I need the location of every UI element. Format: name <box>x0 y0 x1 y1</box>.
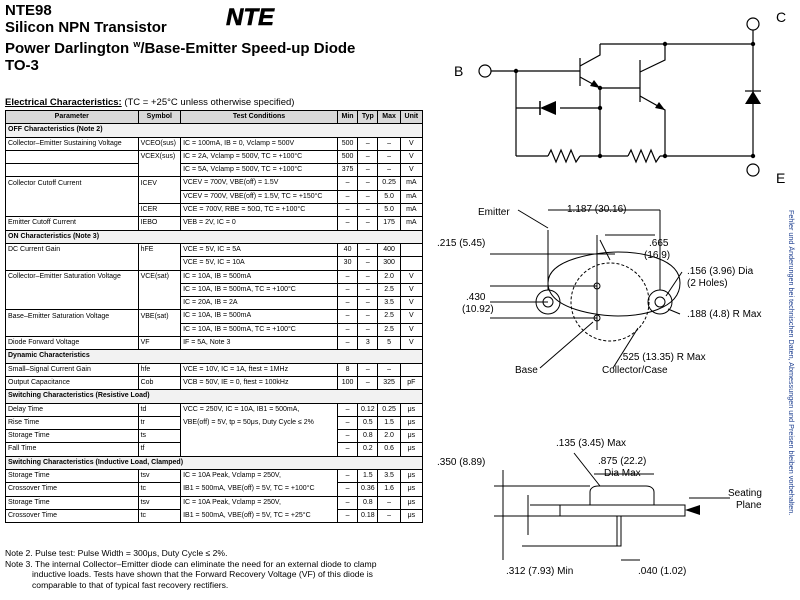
svg-text:.875 (22.2): .875 (22.2) <box>598 456 646 467</box>
label-c: C <box>776 9 786 25</box>
svg-text:.188 (4.8) R Max: .188 (4.8) R Max <box>687 309 761 320</box>
section-switching-resistive: Switching Characteristics (Resistive Loa… <box>5 389 423 404</box>
darlington-schematic: B C E <box>454 9 786 186</box>
svg-text:Emitter: Emitter <box>478 207 510 218</box>
svg-text:(10.92): (10.92) <box>462 304 494 315</box>
note-3-cont: inductive loads. Tests have shown that t… <box>32 569 373 579</box>
svg-text:Dia Max: Dia Max <box>604 468 641 479</box>
package-side-view: .135 (3.45) Max .350 (8.89) .875 (22.2) … <box>437 438 762 577</box>
svg-text:.312 (7.93) Min: .312 (7.93) Min <box>506 566 573 577</box>
section-dynamic: Dynamic Characteristics <box>5 349 423 364</box>
svg-text:1.187 (30.16): 1.187 (30.16) <box>567 204 627 215</box>
title-line1: Silicon NPN Transistor <box>5 19 167 36</box>
svg-text:.525 (13.35) R Max: .525 (13.35) R Max <box>620 352 706 363</box>
svg-text:.665: .665 <box>649 238 669 249</box>
note-3-cont: comparable to that of typical fast recov… <box>32 579 229 590</box>
note-2: Note 2. Pulse test: Pulse Width = 300μs,… <box>5 548 228 558</box>
package-top-view: Emitter 1.187 (30.16) .215 (5.45) .665 (… <box>437 204 761 376</box>
package-name: TO-3 <box>5 57 39 74</box>
section-off: OFF Characteristics (Note 2) <box>5 123 423 138</box>
svg-text:.040 (1.02): .040 (1.02) <box>638 566 686 577</box>
svg-text:.350 (8.89): .350 (8.89) <box>437 457 485 468</box>
svg-text:Seating: Seating <box>728 488 762 499</box>
table-row: VCEV = 700V, VBE(off) = 1.5V, TC = +150°… <box>5 189 424 205</box>
electrical-characteristics-title: Electrical Characteristics: (TC = +25°C … <box>5 97 295 108</box>
side-disclaimer: Fehler und Änderungen bei technischen Da… <box>787 210 796 516</box>
svg-text:.156 (3.96) Dia: .156 (3.96) Dia <box>687 266 754 277</box>
svg-text:.135 (3.45) Max: .135 (3.45) Max <box>556 438 626 449</box>
section-switching-inductive: Switching Characteristics (Inductive Loa… <box>5 455 423 471</box>
section-on: ON Characteristics (Note 3) <box>5 229 423 244</box>
svg-text:.430: .430 <box>466 292 486 303</box>
svg-text:Plane: Plane <box>736 500 762 511</box>
header: NTE98 Silicon NPN Transistor Power Darli… <box>5 2 355 74</box>
label-b: B <box>454 63 463 79</box>
table-row: VCEX(sus)IC = 2A, Vclamp = 500V, TC = +1… <box>5 149 424 165</box>
title-line2: Power Darlington w/Base-Emitter Speed-up… <box>5 39 356 57</box>
svg-text:.215 (5.45): .215 (5.45) <box>437 238 485 249</box>
svg-text:(2 Holes): (2 Holes) <box>687 278 728 289</box>
label-e: E <box>776 170 785 186</box>
nte-logo: NTE <box>226 4 276 28</box>
svg-text:Collector/Case: Collector/Case <box>602 365 668 376</box>
svg-text:(16.9): (16.9) <box>644 250 670 261</box>
svg-text:NTE: NTE <box>226 4 275 28</box>
note-3: Note 3. The internal Collector–Emitter d… <box>5 558 377 569</box>
notes: Note 2. Pulse test: Pulse Width = 300μs,… <box>5 548 425 590</box>
part-number: NTE98 <box>5 2 52 19</box>
svg-text:Base: Base <box>515 365 538 376</box>
